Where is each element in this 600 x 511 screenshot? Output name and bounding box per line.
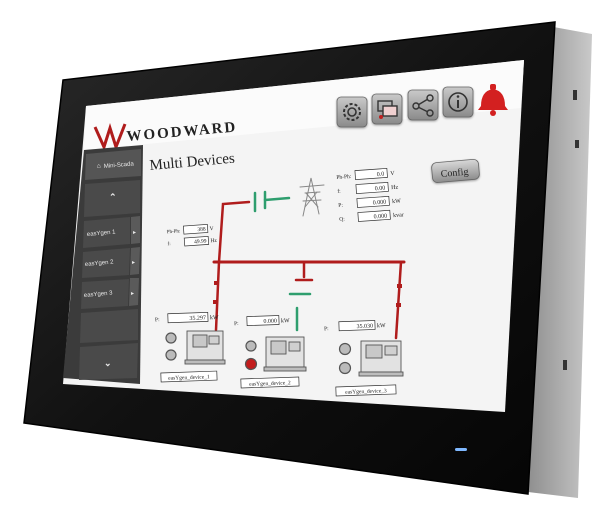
chevron-right-icon: ▸ [131,291,134,297]
mains-p-value: 0.000 [373,200,387,207]
sidebar-home-button[interactable]: ⌂ Mini-Scada [85,149,141,180]
busbar-f-unit: Hz [210,238,217,244]
network-button[interactable] [371,93,403,125]
single-line-diagram [212,177,406,340]
status-indicator [338,361,352,375]
sidebar-item-label: easYgen 2 [85,259,115,268]
mains-p-label: P: [338,203,343,209]
device-p-label: P: [155,317,160,323]
busbar-php-label: Ph-Ph: [167,229,181,235]
sidebar-scroll-up-button[interactable]: ⌃ [84,180,140,217]
device-p-unit: kW [377,323,386,329]
generator-icon [184,330,226,365]
chevron-up-icon: ⌃ [109,192,117,202]
device-2[interactable]: P: 0.000 kW easYgen_device_2 [234,315,307,389]
sidebar-home-label: Mini-Scada [104,161,135,170]
mains-f-value: 0.00 [375,186,386,193]
device-name: easYgen_device_2 [249,380,291,387]
chevron-right-icon: ▸ [132,260,135,266]
share-button[interactable] [407,89,439,121]
device-p-value: 0.000 [263,319,277,325]
info-button[interactable] [442,86,474,118]
status-indicator [338,342,352,356]
mains-q-value: 0.000 [374,213,388,220]
device-p-unit: kW [281,318,290,324]
mains-f-unit: Hz [391,185,399,191]
status-led [455,448,467,451]
mains-p-unit: kW [392,198,401,205]
toolbar [336,84,508,128]
mains-q-unit: kvar [393,212,404,219]
busbar-f-label: f: [167,242,170,247]
svg-text:⌂: ⌂ [97,163,102,170]
mains-q-label: Q: [339,216,345,222]
share-icon [412,94,434,117]
device-p-unit: kW [210,315,219,321]
mains-measurements: Ph-Ph: 0.0 V f: 0.00 Hz P: 0.000 kW Q: 0… [336,168,404,223]
transmission-tower-icon [299,177,325,217]
status-indicator [245,340,257,352]
bell-alarm-icon [478,84,508,116]
sidebar-item-label: easYgen 3 [84,290,114,299]
device-name: easYgen_device_1 [168,374,210,381]
device-p-label: P: [234,321,239,327]
device-name: easYgen_device_3 [345,388,387,395]
sidebar-item-easygen-1[interactable]: easYgen 1 ▸ [83,216,140,248]
busbar-f-value: 49.99 [194,239,207,246]
info-icon [448,92,468,112]
generator-icon [263,336,307,372]
busbar-measurements: Ph-Ph: 388 V f: 49.99 Hz [167,224,218,247]
busbar-php-value: 388 [197,227,206,234]
mains-f-label: f: [337,188,341,195]
sidebar-empty-slot [80,309,138,343]
mains-php-unit: V [390,171,395,177]
chevron-right-icon: ▸ [133,230,136,236]
status-indicator [165,332,177,344]
sidebar-item-label: easYgen 1 [87,229,117,238]
config-button[interactable]: Config [431,158,480,183]
device-p-value: 35.297 [189,315,206,322]
sidebar-item-easygen-2[interactable]: easYgen 2 ▸ [82,247,140,278]
device-p-value: 35.030 [356,324,373,331]
gear-icon [343,103,361,121]
config-button-label: Config [440,167,469,180]
busbar-php-unit: V [209,226,213,232]
mains-php-value: 0.0 [377,172,385,179]
alarm-indicator [244,357,258,371]
chevron-down-icon: ⌄ [104,358,112,368]
device-p-label: P: [324,326,329,332]
monitor-network-icon [377,100,398,119]
page-title: Multi Devices [149,151,236,174]
alarm-button[interactable] [478,84,508,116]
sidebar-scroll-down-button[interactable]: ⌄ [79,343,138,380]
sidebar-item-easygen-3[interactable]: easYgen 3 ▸ [81,278,139,309]
generator-icon [358,340,404,377]
status-indicator [165,349,177,361]
device-3[interactable]: P: 35.030 kW easYgen_device_3 [324,320,404,397]
device-1[interactable]: P: 35.297 kW easYgen_device_1 [155,312,226,383]
settings-button[interactable] [336,96,368,128]
mains-php-label: Ph-Ph: [336,174,352,181]
